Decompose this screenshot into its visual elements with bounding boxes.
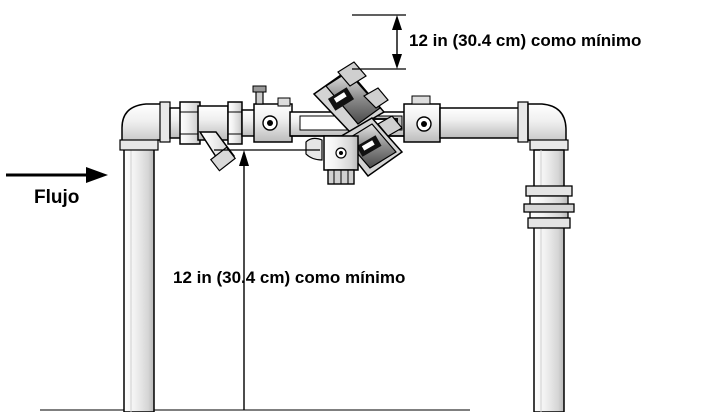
lower-check-cover (336, 115, 404, 178)
relief-valve (305, 135, 359, 185)
left-vertical-pipe (123, 139, 155, 412)
flow-label: Flujo (34, 187, 80, 208)
top-clearance-dimension (352, 14, 406, 70)
bottom-clearance-label: 12 in (30.4 cm) como mínimo (173, 268, 406, 287)
top-clearance-label: 12 in (30.4 cm) como mínimo (409, 31, 642, 50)
bottom-clearance-dimension (214, 149, 320, 410)
outlet-shutoff-valve (403, 95, 441, 143)
right-elbow (517, 101, 569, 151)
strainer-outlet-union (227, 101, 243, 145)
wye-strainer (197, 105, 237, 172)
left-union (179, 101, 201, 145)
upper-check-cover (312, 61, 389, 133)
right-union (523, 185, 575, 229)
inlet-shutoff-valve (252, 85, 293, 143)
left-elbow (119, 101, 171, 151)
right-horizontal-pipe (439, 107, 521, 139)
flow-arrow (6, 167, 108, 183)
